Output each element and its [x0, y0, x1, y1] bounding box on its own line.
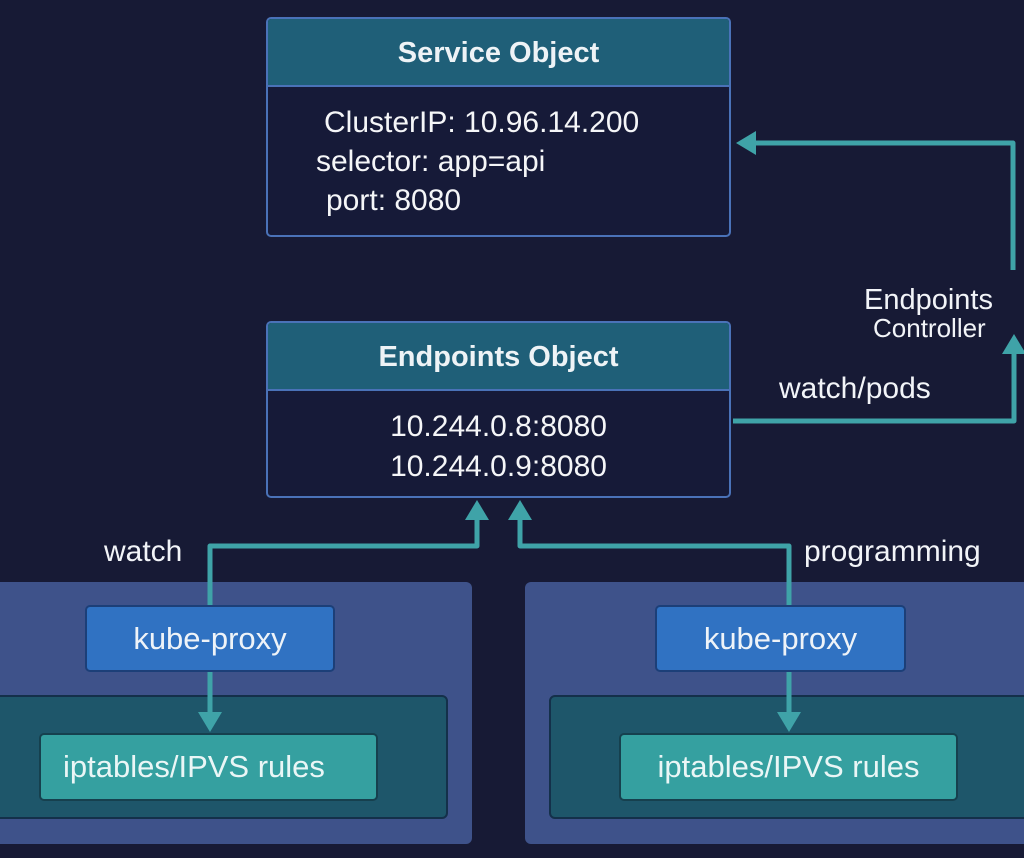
- arrowhead-controller: [1002, 334, 1024, 354]
- endpoints-controller-label: Endpoints: [864, 284, 993, 316]
- arrowhead-endpoints-left: [465, 500, 489, 520]
- endpoint-address: 10.244.0.8:8080: [390, 410, 607, 443]
- endpoints-object-title: Endpoints Object: [268, 323, 729, 391]
- service-port: port: 8080: [326, 184, 462, 217]
- arrow-controller-to-service: [752, 140, 1016, 270]
- kube-proxy-right: kube-proxy: [655, 605, 906, 672]
- service-object-body: ClusterIP: 10.96.14.200 selector: app=ap…: [268, 87, 729, 220]
- iptables-rules-left: iptables/IPVS rules: [39, 733, 378, 801]
- programming-label: programming: [804, 535, 981, 568]
- endpoint-address: 10.244.0.9:8080: [390, 450, 607, 483]
- arrowhead-endpoints-right: [508, 500, 532, 520]
- endpoints-object-box: Endpoints Object 10.244.0.8:8080 10.244.…: [266, 321, 731, 498]
- service-object-title: Service Object: [268, 19, 729, 87]
- arrow-watch-left: [207, 518, 480, 605]
- arrowhead-rules-left: [198, 712, 222, 732]
- arrowhead-service: [736, 131, 756, 155]
- arrow-endpoints-to-controller: [733, 352, 1017, 424]
- endpoints-object-body: 10.244.0.8:8080 10.244.0.9:8080: [268, 391, 729, 487]
- service-object-box: Service Object ClusterIP: 10.96.14.200 s…: [266, 17, 731, 237]
- service-clusterip: ClusterIP: 10.96.14.200: [324, 106, 640, 139]
- watch-pods-label: watch/pods: [779, 372, 931, 405]
- endpoints-controller-sublabel: Controller: [873, 313, 986, 343]
- arrow-programming-right: [517, 518, 792, 605]
- kube-proxy-left: kube-proxy: [85, 605, 335, 672]
- arrowhead-rules-right: [777, 712, 801, 732]
- iptables-rules-right: iptables/IPVS rules: [619, 733, 958, 801]
- watch-label: watch: [104, 535, 183, 568]
- service-selector: selector: app=api: [316, 145, 546, 178]
